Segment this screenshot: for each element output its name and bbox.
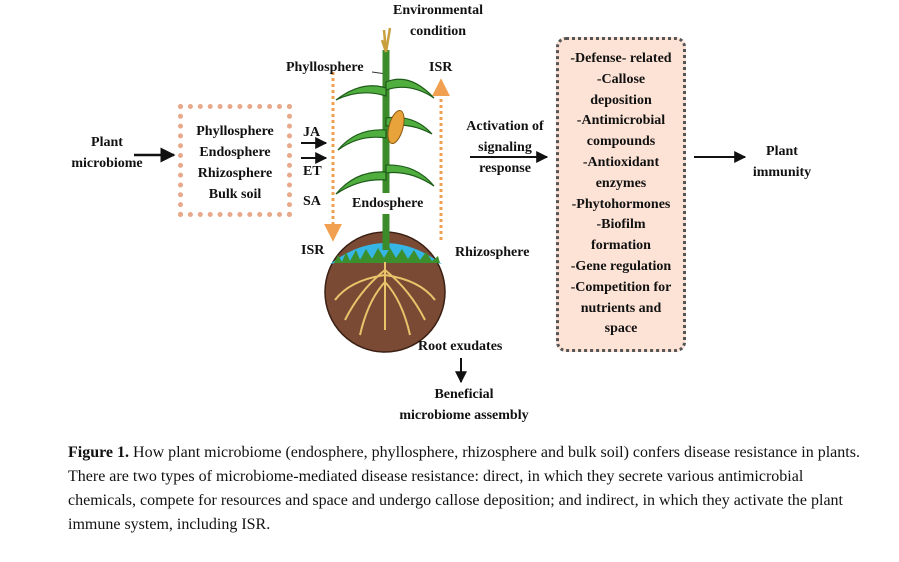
label-beneficial: Beneficial microbiome assembly (399, 387, 529, 423)
diagram: Environmental condition Phyllosphere ISR… (71, 3, 812, 423)
defense-item: deposition (590, 92, 652, 108)
caption-label: Figure 1. (68, 444, 130, 461)
defense-item: -Antioxidant (582, 154, 660, 170)
label-root-exudates: Root exudates (418, 339, 503, 354)
label-environmental: Environmental condition (393, 3, 483, 39)
defense-item: enzymes (595, 175, 647, 191)
defense-item: -Defense- related (570, 51, 672, 66)
plant-tassel (380, 27, 392, 53)
label-isr-top: ISR (429, 60, 453, 75)
label-et: ET (303, 164, 322, 179)
compartment-item: Phyllosphere (196, 124, 274, 139)
microbiome-compartments-box: Phyllosphere Endosphere Rhizosphere Bulk… (178, 104, 292, 217)
label-sa: SA (303, 194, 321, 209)
figure-caption: Figure 1. How plant microbiome (endosphe… (68, 441, 868, 537)
label-phyllosphere: Phyllosphere (286, 60, 364, 75)
label-plant-immunity: Plant immunity (752, 144, 812, 180)
defense-item: nutrients and (580, 300, 662, 316)
label-rhizosphere: Rhizosphere (455, 245, 530, 260)
corn-cob (387, 109, 405, 145)
defense-item: space (604, 321, 638, 337)
compartment-item: Bulk soil (208, 187, 262, 202)
compartment-item: Endosphere (199, 145, 271, 160)
label-ja: JA (303, 125, 321, 140)
defense-item: -Competition for (570, 279, 672, 295)
soil-grass (334, 248, 440, 263)
defense-item: -Gene regulation (570, 258, 672, 274)
roots (334, 262, 436, 336)
defense-mechanisms-box: -Defense- related -Callose deposition -A… (556, 37, 686, 352)
label-plant-microbiome: Plant microbiome (71, 135, 143, 171)
label-isr-left: ISR (301, 243, 325, 258)
diagram-graphics (134, 27, 747, 384)
defense-item: compounds (586, 134, 656, 150)
defense-item: formation (591, 238, 651, 254)
label-endosphere: Endosphere (350, 193, 426, 214)
defense-item: -Phytohormones (571, 196, 671, 212)
caption-text: How plant microbiome (endosphere, phyllo… (68, 444, 860, 533)
label-activation: Activation of signaling response (466, 119, 544, 176)
compartment-item: Rhizosphere (197, 166, 273, 181)
defense-item: -Antimicrobial (576, 113, 666, 129)
defense-item: -Biofilm (596, 217, 646, 233)
defense-item: -Callose (596, 71, 646, 87)
